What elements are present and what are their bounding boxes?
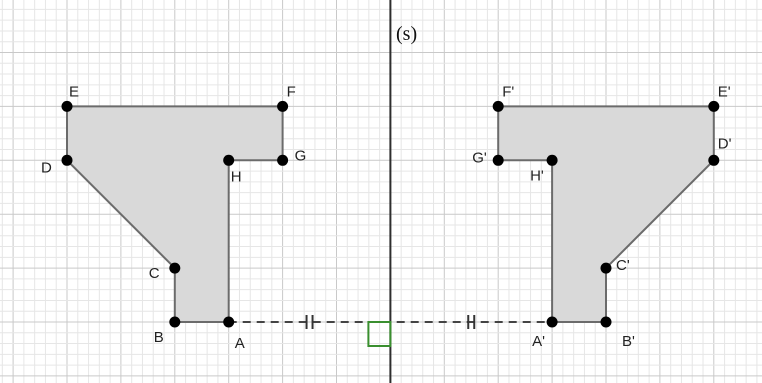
- point-label-B1: B': [622, 333, 635, 350]
- point-C1: [600, 262, 612, 274]
- point-D1: [708, 154, 720, 166]
- point-label-A: A: [235, 335, 245, 352]
- point-A1: [546, 316, 558, 328]
- point-C: [169, 262, 181, 274]
- point-label-F1: F': [502, 83, 514, 100]
- equal-tick-right: [467, 315, 476, 329]
- point-label-E: E: [69, 83, 79, 100]
- point-F: [277, 100, 289, 112]
- point-label-A1: A': [532, 333, 545, 350]
- points: [61, 100, 720, 328]
- guides: [228, 0, 553, 383]
- mirror-axis-label: (s): [396, 23, 417, 45]
- point-B: [169, 316, 181, 328]
- point-H: [223, 154, 235, 166]
- point-E1: [708, 100, 720, 112]
- point-label-C: C: [149, 265, 160, 282]
- equal-tick-left: [305, 315, 314, 329]
- point-E: [61, 100, 73, 112]
- point-label-F: F: [287, 83, 296, 100]
- point-label-C1: C': [616, 257, 630, 274]
- point-label-G: G: [295, 147, 307, 164]
- point-label-H: H: [231, 168, 242, 185]
- point-label-E1: E': [718, 83, 731, 100]
- point-label-B: B: [154, 329, 164, 346]
- point-G: [277, 154, 289, 166]
- right-angle-mark: [367, 321, 392, 347]
- point-A: [223, 316, 235, 328]
- point-label-H1: H': [530, 167, 544, 184]
- point-D: [61, 154, 73, 166]
- point-B1: [600, 316, 612, 328]
- point-H1: [546, 154, 558, 166]
- point-label-D: D: [41, 159, 52, 176]
- point-label-D1: D': [718, 135, 732, 152]
- point-F1: [492, 100, 504, 112]
- point-G1: [492, 154, 504, 166]
- point-label-G1: G': [472, 149, 487, 166]
- labels: A B C D E F G H A' B' C' D' E' F' G' H': [41, 83, 732, 352]
